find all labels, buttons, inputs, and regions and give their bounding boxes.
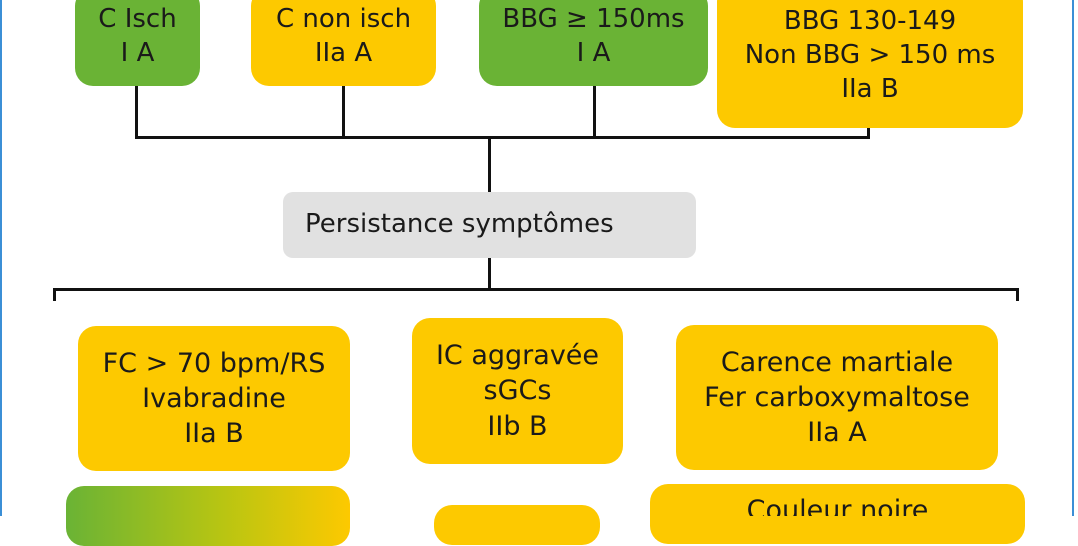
box-fer-line3: IIa A bbox=[807, 417, 867, 449]
connector-lower-right-tick bbox=[1016, 288, 1019, 301]
persistance-symptomes-label: Persistance symptômes bbox=[305, 209, 614, 240]
box-bbg-130-149-line2: Non BBG > 150 ms bbox=[744, 40, 996, 71]
box-bbg-150: BBG ≥ 150ms I A bbox=[479, 0, 708, 86]
connector-lower-horizontal bbox=[53, 288, 1019, 291]
box-sgcs-line2: sGCs bbox=[483, 375, 552, 407]
connector-from-middle bbox=[488, 258, 491, 290]
box-bottom-middle bbox=[434, 505, 600, 545]
box-c-non-isch: C non isch IIa A bbox=[251, 0, 436, 86]
box-sgcs-line1: IC aggravée bbox=[435, 340, 600, 372]
box-bbg-150-line1: BBG ≥ 150ms bbox=[502, 4, 685, 35]
box-ivabradine-line1: FC > 70 bpm/RS bbox=[102, 347, 326, 379]
box-c-non-isch-line1: C non isch bbox=[275, 4, 412, 35]
box-fer-line2: Fer carboxymaltose bbox=[704, 381, 970, 413]
box-c-non-isch-line2: IIa A bbox=[314, 38, 373, 68]
connector-top-1 bbox=[135, 86, 138, 139]
box-bbg-150-line2: I A bbox=[576, 38, 611, 68]
box-persistance-symptomes: Persistance symptômes bbox=[283, 192, 696, 258]
box-c-isch-line2: I A bbox=[120, 38, 155, 68]
box-ivabradine-line3: IIa B bbox=[184, 418, 244, 450]
box-bottom-gradient bbox=[66, 486, 350, 546]
box-fer-carboxymaltose: Carence martiale Fer carboxymaltose IIa … bbox=[676, 325, 998, 470]
box-bbg-130-149-line3: IIa B bbox=[841, 73, 899, 104]
connector-top-3 bbox=[593, 86, 596, 139]
box-c-isch-line1: C Isch bbox=[98, 4, 177, 35]
bottom-text-clip: Couleur noire bbox=[650, 484, 1025, 516]
bottom-partial-text: Couleur noire bbox=[746, 495, 929, 516]
box-sgcs-line3: IIb B bbox=[487, 410, 548, 442]
connector-to-middle bbox=[488, 139, 491, 192]
box-sgcs: IC aggravée sGCs IIb B bbox=[412, 318, 623, 464]
box-fer-line1: Carence martiale bbox=[720, 346, 954, 378]
box-ivabradine-line2: Ivabradine bbox=[142, 382, 286, 414]
box-c-isch: C Isch I A bbox=[75, 0, 200, 86]
diagram-frame bbox=[0, 0, 1074, 516]
connector-lower-left-tick bbox=[53, 288, 56, 301]
connector-top-4 bbox=[867, 128, 870, 139]
connector-top-2 bbox=[342, 86, 345, 139]
box-bbg-130-149: BBG 130-149 Non BBG > 150 ms IIa B bbox=[717, 0, 1023, 128]
box-ivabradine: FC > 70 bpm/RS Ivabradine IIa B bbox=[78, 326, 350, 471]
box-bbg-130-149-line1: BBG 130-149 bbox=[783, 6, 957, 37]
connector-top-horizontal bbox=[135, 136, 870, 139]
